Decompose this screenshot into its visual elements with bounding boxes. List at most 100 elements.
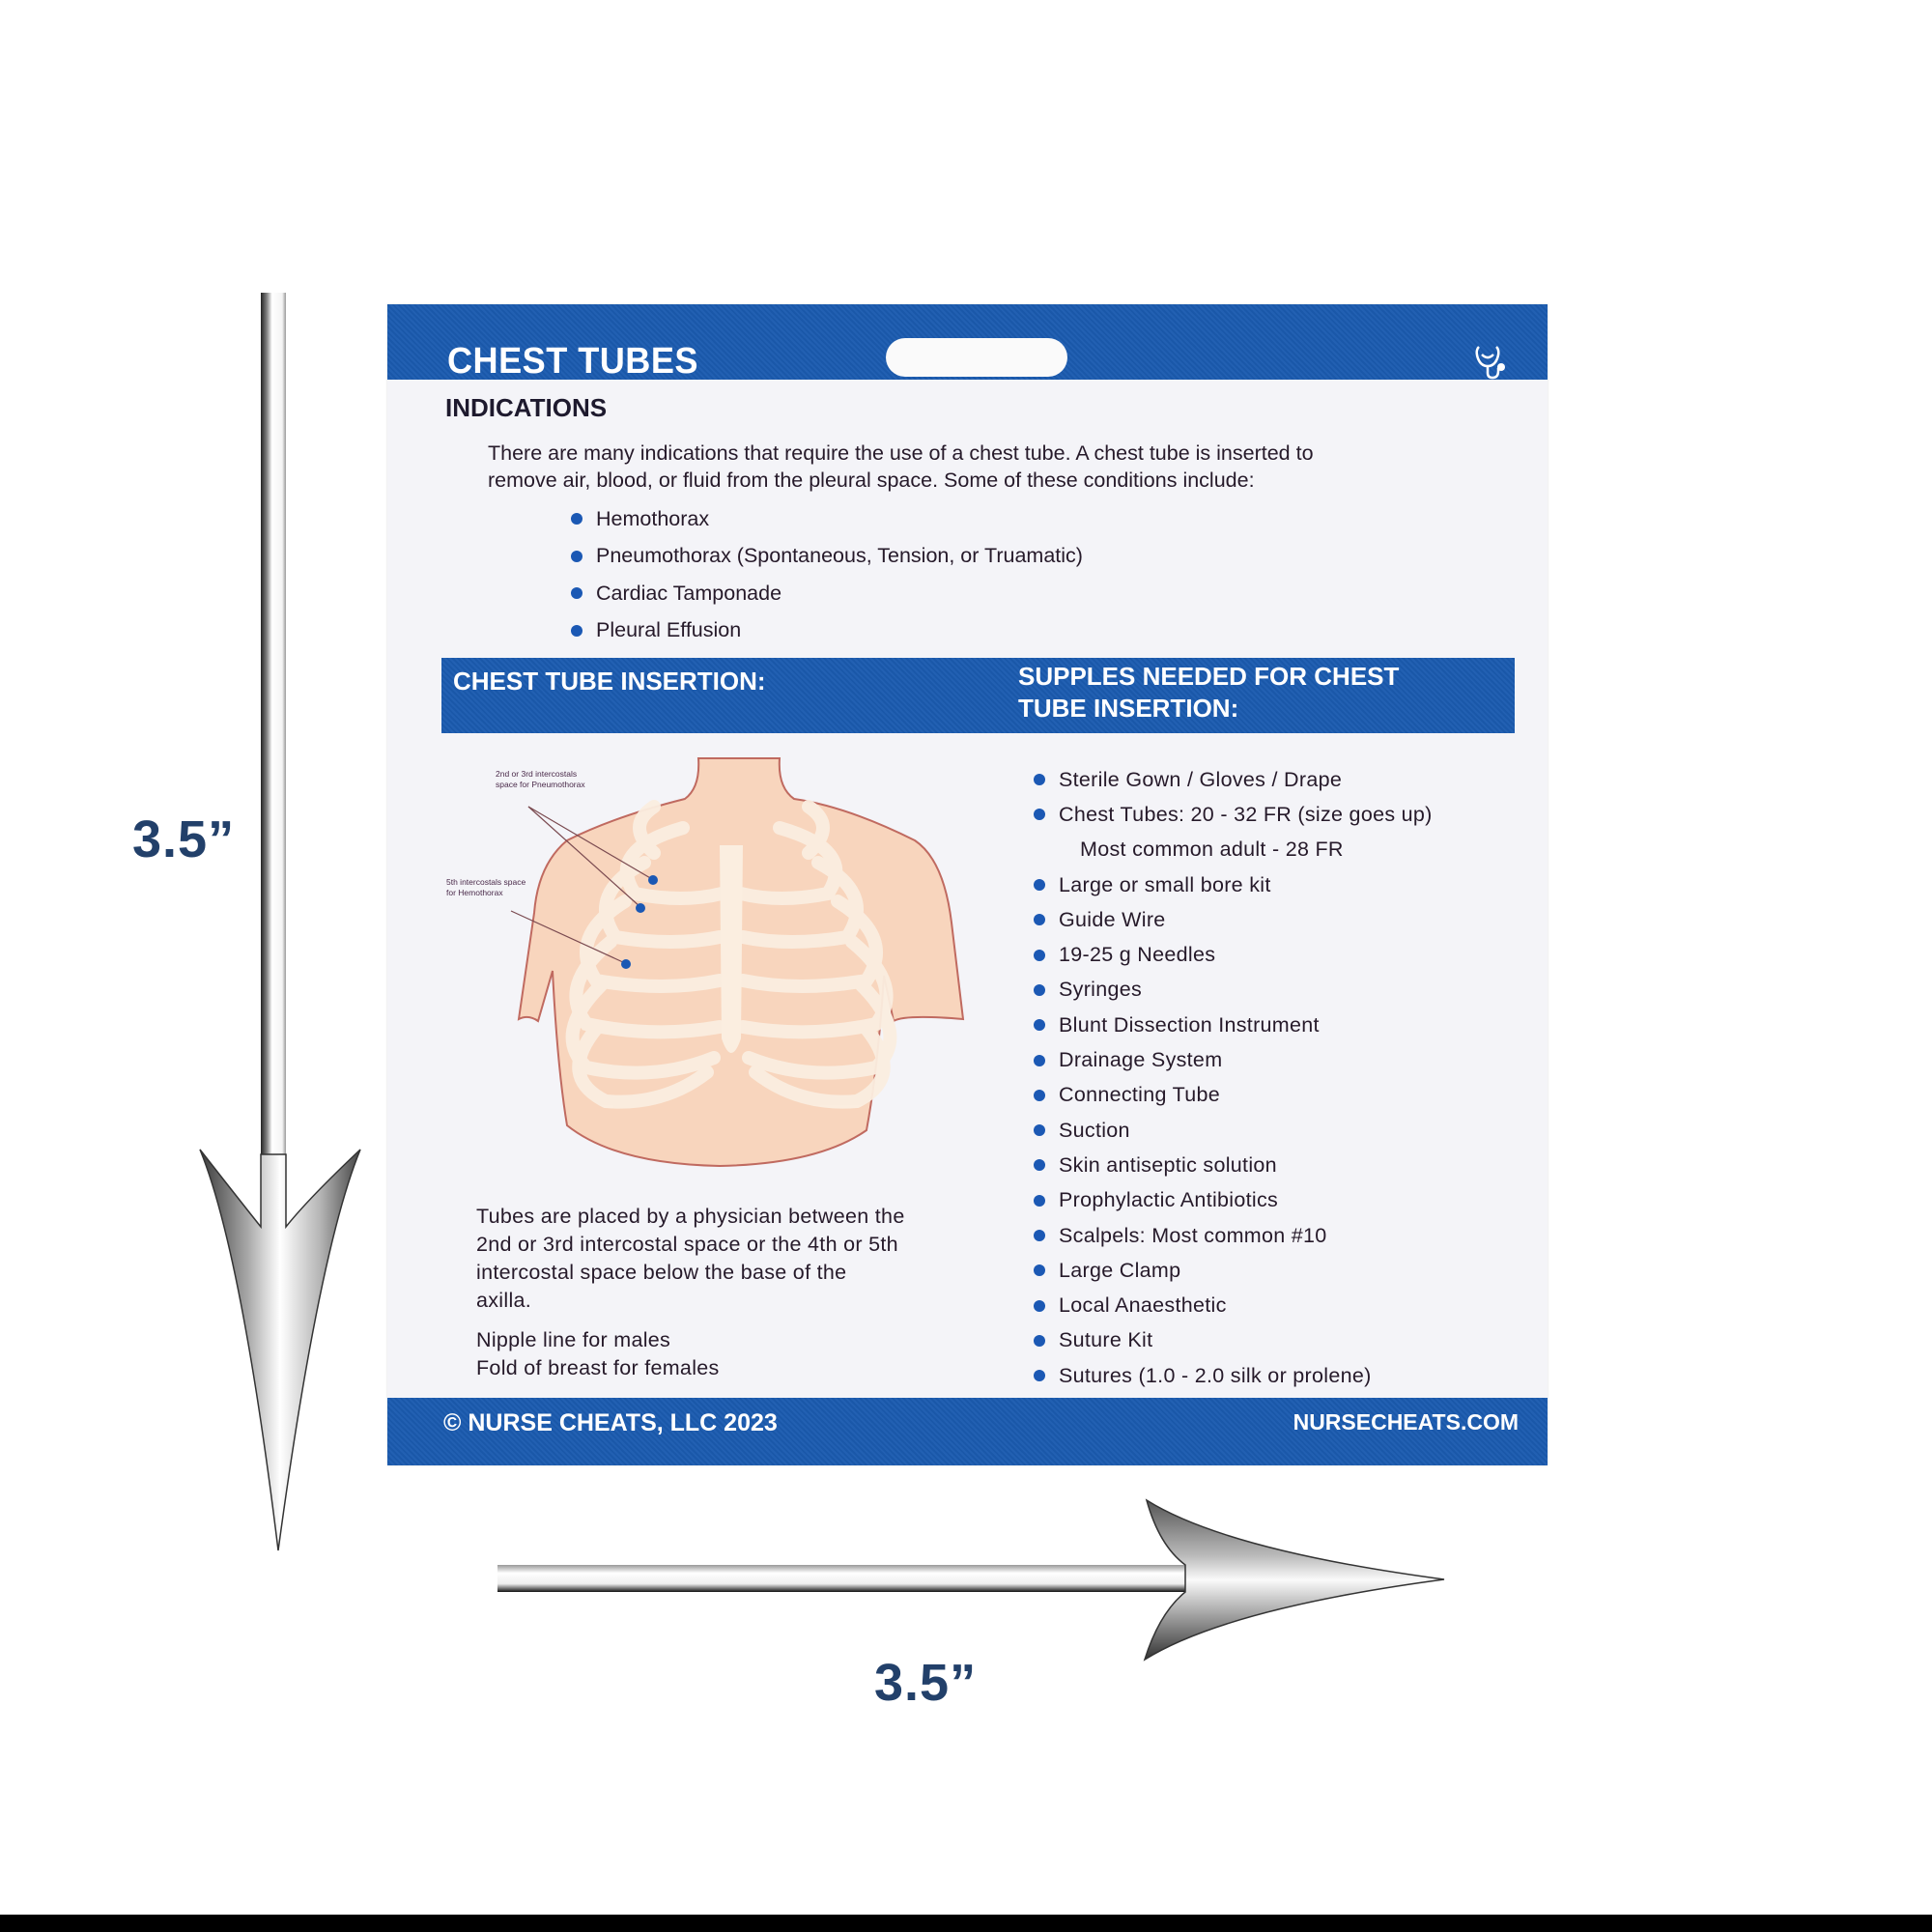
list-item-subnote: Most common adult - 28 FR bbox=[1034, 833, 1433, 867]
bullet-icon bbox=[1034, 1230, 1045, 1241]
list-item-text: Drainage System bbox=[1059, 1048, 1223, 1072]
bullet-icon bbox=[1034, 1124, 1045, 1137]
list-item-text: Pneumothorax (Spontaneous, Tension, or T… bbox=[596, 544, 1083, 568]
indications-intro: There are many indications that require … bbox=[488, 440, 1512, 494]
list-item-text: Large Clamp bbox=[1059, 1258, 1181, 1282]
list-item: Large or small bore kit bbox=[1034, 867, 1433, 902]
bullet-icon bbox=[1034, 809, 1045, 821]
list-item: Blunt Dissection Instrument bbox=[1034, 1008, 1433, 1042]
list-item-text: Suture Kit bbox=[1059, 1328, 1153, 1352]
placement-line: Tubes are placed by a physician between … bbox=[476, 1205, 905, 1228]
list-item-text: Chest Tubes: 20 - 32 FR (size goes up) bbox=[1059, 802, 1433, 826]
list-item-text: Sterile Gown / Gloves / Drape bbox=[1059, 767, 1343, 791]
list-item: Local Anaesthetic bbox=[1034, 1288, 1433, 1322]
list-item-text: Pleural Effusion bbox=[596, 618, 742, 642]
list-item: Skin antiseptic solution bbox=[1034, 1148, 1433, 1182]
list-item: Large Clamp bbox=[1034, 1253, 1433, 1288]
diagram-label-line: 5th intercostals space bbox=[446, 877, 526, 887]
list-item: Scalpels: Most common #10 bbox=[1034, 1218, 1433, 1253]
placement-line: 2nd or 3rd intercostal space or the 4th … bbox=[476, 1233, 898, 1256]
diagram-label-line: for Hemothorax bbox=[446, 888, 503, 897]
supplies-heading: SUPPLES NEEDED FOR CHEST TUBE INSERTION: bbox=[1018, 661, 1399, 724]
list-item-text: Local Anaesthetic bbox=[1059, 1293, 1227, 1318]
bullet-icon bbox=[1034, 879, 1045, 892]
list-item-text: Large or small bore kit bbox=[1059, 872, 1271, 896]
card-title: CHEST TUBES bbox=[447, 341, 698, 382]
bullet-icon bbox=[1034, 1299, 1045, 1312]
bullet-icon bbox=[1034, 1054, 1045, 1066]
insertion-point-marker bbox=[621, 959, 631, 969]
bullet-icon bbox=[571, 513, 582, 526]
card-footer: © NURSE CHEATS, LLC 2023 NURSECHEATS.COM bbox=[387, 1398, 1548, 1465]
chest-ribcage-diagram bbox=[510, 757, 965, 1168]
chest-tubes-badge-card: CHEST TUBES INDICATIONS There are many i… bbox=[387, 304, 1548, 1465]
list-item: Prophylactic Antibiotics bbox=[1034, 1183, 1433, 1218]
height-dimension-label: 3.5” bbox=[132, 810, 236, 868]
bullet-icon bbox=[1034, 914, 1045, 926]
males-placement-note: Nipple line for males bbox=[476, 1328, 671, 1351]
bullet-icon bbox=[1034, 1019, 1045, 1032]
supplies-list: Sterile Gown / Gloves / Drape Chest Tube… bbox=[1034, 762, 1433, 1393]
diagram-label-hemothorax: 5th intercostals space for Hemothorax bbox=[446, 877, 526, 898]
list-item-text: Connecting Tube bbox=[1059, 1083, 1221, 1107]
bottom-black-strip bbox=[0, 1915, 1932, 1932]
bullet-icon bbox=[571, 550, 582, 562]
vertical-dimension-arrow bbox=[199, 293, 361, 1551]
badge-slot-hole bbox=[886, 338, 1067, 377]
list-item: Sutures (1.0 - 2.0 silk or prolene) bbox=[1034, 1358, 1433, 1393]
list-item-text: 19-25 g Needles bbox=[1059, 943, 1216, 967]
list-item: Pleural Effusion bbox=[571, 612, 1083, 650]
insertion-point-marker bbox=[636, 903, 645, 913]
bullet-icon bbox=[1034, 1194, 1045, 1207]
list-item-text: Scalpels: Most common #10 bbox=[1059, 1223, 1327, 1247]
bullet-icon bbox=[1034, 1370, 1045, 1382]
females-placement-note: Fold of breast for females bbox=[476, 1356, 720, 1379]
bullet-icon bbox=[1034, 1159, 1045, 1172]
list-item-text: Hemothorax bbox=[596, 506, 710, 530]
list-item: Hemothorax bbox=[571, 500, 1083, 538]
bullet-icon bbox=[1034, 949, 1045, 961]
list-item: Suction bbox=[1034, 1113, 1433, 1148]
bullet-icon bbox=[571, 587, 582, 600]
indications-list: Hemothorax Pneumothorax (Spontaneous, Te… bbox=[571, 500, 1083, 649]
list-item: 19-25 g Needles bbox=[1034, 937, 1433, 972]
list-item-text: Skin antiseptic solution bbox=[1059, 1152, 1277, 1177]
list-item: Connecting Tube bbox=[1034, 1078, 1433, 1113]
list-item: Drainage System bbox=[1034, 1042, 1433, 1077]
list-item-text: Syringes bbox=[1059, 978, 1143, 1002]
list-item: Cardiac Tamponade bbox=[571, 575, 1083, 612]
bullet-icon bbox=[571, 624, 582, 637]
list-item-text: Suction bbox=[1059, 1118, 1130, 1142]
list-item-text: Prophylactic Antibiotics bbox=[1059, 1188, 1279, 1212]
list-item-text: Blunt Dissection Instrument bbox=[1059, 1012, 1320, 1037]
diagram-label-line: space for Pneumothorax bbox=[496, 780, 585, 789]
section-header-bar: CHEST TUBE INSERTION: SUPPLES NEEDED FOR… bbox=[441, 658, 1515, 733]
placement-description: Tubes are placed by a physician between … bbox=[476, 1203, 979, 1382]
supplies-heading-line: SUPPLES NEEDED FOR CHEST bbox=[1018, 662, 1400, 691]
placement-line: axilla. bbox=[476, 1289, 532, 1312]
bullet-icon bbox=[1034, 1334, 1045, 1347]
bullet-icon bbox=[1034, 983, 1045, 996]
diagram-label-line: 2nd or 3rd intercostals bbox=[496, 769, 578, 779]
placement-line: intercostal space below the base of the bbox=[476, 1261, 847, 1284]
indications-heading: INDICATIONS bbox=[445, 393, 608, 422]
list-item: Guide Wire bbox=[1034, 902, 1433, 937]
list-item-text: Guide Wire bbox=[1059, 907, 1166, 931]
stethoscope-icon bbox=[1475, 346, 1505, 380]
list-item-text: Most common adult - 28 FR bbox=[1080, 838, 1344, 862]
bullet-icon bbox=[1034, 774, 1045, 786]
insertion-heading: CHEST TUBE INSERTION: bbox=[453, 667, 766, 696]
bullet-icon bbox=[1034, 1089, 1045, 1101]
list-item-text: Sutures (1.0 - 2.0 silk or prolene) bbox=[1059, 1363, 1372, 1387]
diagram-label-pneumothorax: 2nd or 3rd intercostals space for Pneumo… bbox=[496, 769, 585, 790]
bullet-icon bbox=[1034, 1264, 1045, 1277]
list-item: Pneumothorax (Spontaneous, Tension, or T… bbox=[571, 538, 1083, 576]
width-dimension-label: 3.5” bbox=[874, 1654, 978, 1712]
website-text: NURSECHEATS.COM bbox=[1293, 1409, 1519, 1435]
list-item: Sterile Gown / Gloves / Drape bbox=[1034, 762, 1433, 797]
intro-line: There are many indications that require … bbox=[488, 441, 1314, 465]
insertion-point-marker bbox=[648, 875, 658, 885]
horizontal-dimension-arrow bbox=[497, 1498, 1445, 1662]
intro-line: remove air, blood, or fluid from the ple… bbox=[488, 469, 1255, 492]
list-item-text: Cardiac Tamponade bbox=[596, 581, 782, 605]
